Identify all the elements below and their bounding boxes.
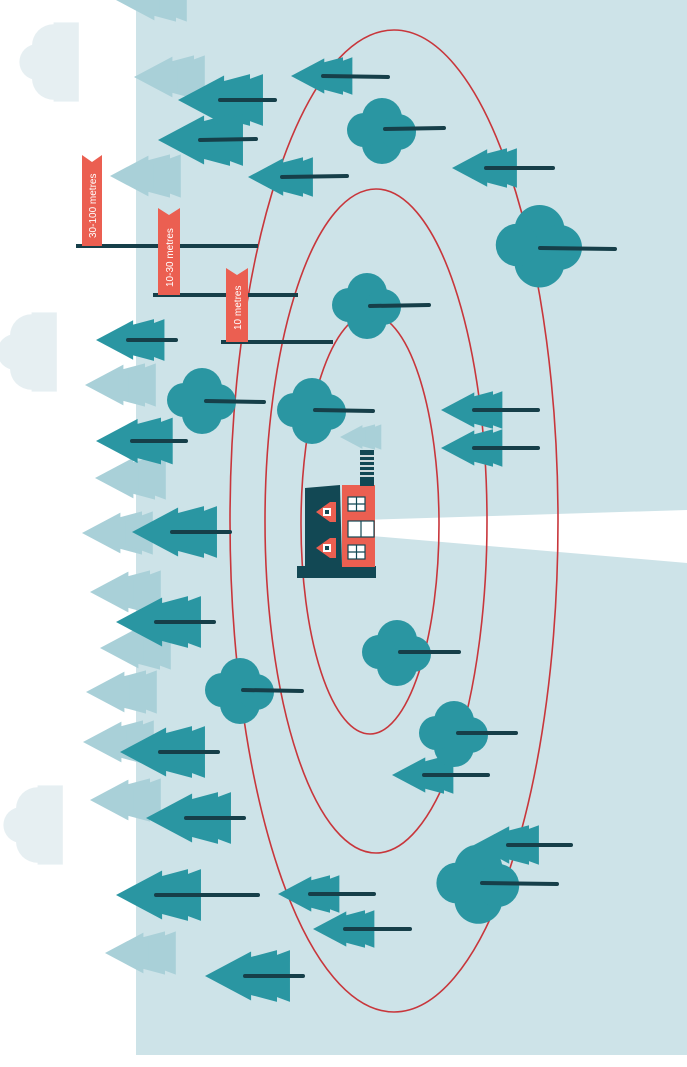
- house-base: [297, 566, 376, 578]
- pine-trees: [96, 57, 573, 1002]
- zone-marker-10-30m: 10-30 metres: [153, 208, 298, 297]
- house-roof: [305, 485, 342, 566]
- ring-30m: [264, 188, 488, 854]
- cloud-icon: [3, 785, 63, 865]
- chimney: [360, 450, 374, 486]
- house: [297, 450, 376, 578]
- cloud-icon: [0, 312, 57, 392]
- bushy-trees: [167, 98, 617, 924]
- zone-label: 30-100 metres: [88, 174, 99, 238]
- zone-marker-10m: 10 metres: [221, 268, 333, 344]
- ring-100m: [229, 29, 559, 1013]
- zone-label: 10 metres: [233, 286, 244, 330]
- driveway: [360, 510, 687, 563]
- cloud-icon: [19, 22, 79, 102]
- zone-label: 10-30 metres: [165, 228, 176, 287]
